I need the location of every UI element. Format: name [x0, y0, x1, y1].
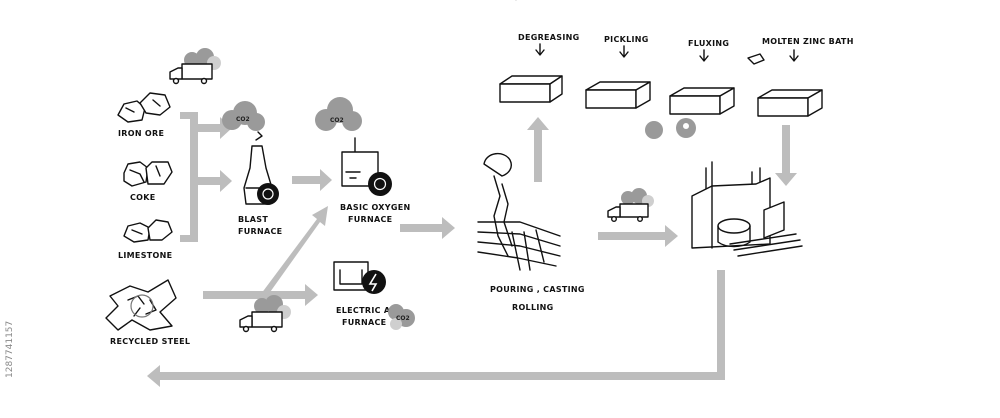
- bof-label-1: BASIC OXYGEN: [340, 203, 411, 212]
- galvanized-steel-factory-icon: [691, 161, 803, 257]
- chemical-drop-icons: [645, 118, 696, 139]
- zinc-bath-tank-icon: [747, 49, 823, 117]
- pickling-tank-icon: [585, 45, 651, 109]
- limestone-label: LIMESTONE: [118, 251, 172, 260]
- degreasing-label: DEGREASING: [518, 33, 580, 42]
- recycled-steel-label: RECYCLED STEEL: [110, 337, 190, 346]
- zinc-bath-label: MOLTEN ZINC BATH: [762, 37, 854, 46]
- recycled-steel-icon: [105, 279, 177, 331]
- blast-furnace-label-1: BLAST: [238, 215, 268, 224]
- co2-cloud-blast: CO2: [222, 101, 265, 131]
- electric-arc-furnace-icon: [333, 261, 386, 294]
- arrow-zinc-to-factory: [775, 125, 797, 186]
- coke-icon: [123, 161, 173, 187]
- svg-text:CO2: CO2: [236, 116, 250, 123]
- bof-label-2: FURNACE: [348, 215, 392, 224]
- arrow-up-to-degreasing: [527, 117, 549, 182]
- svg-text:CO2: CO2: [330, 117, 344, 124]
- truck-icon-top: [169, 48, 221, 85]
- arrow-to-factory: [598, 225, 678, 247]
- eaf-label-1: ELECTRIC ARC: [336, 306, 403, 315]
- limestone-icon: [123, 219, 173, 243]
- raw-material-bracket: [190, 112, 198, 242]
- iron-ore-icon: [117, 92, 171, 123]
- flow-arrows: [147, 112, 797, 387]
- eaf-label-2: FURNACE: [342, 318, 386, 327]
- pouring-label-1: POURING , CASTING: [490, 285, 585, 294]
- truck-icon-bottom: [239, 295, 291, 333]
- degreasing-tank-icon: [499, 0, 563, 103]
- pickling-label: PICKLING: [604, 35, 649, 44]
- truck-icon-right: [607, 188, 654, 222]
- arrow-bof-to-pouring: [400, 217, 455, 239]
- pouring-label-2: ROLLING: [512, 303, 554, 312]
- co2-cloud-bof: CO2: [315, 97, 362, 131]
- arrow-return-to-recycled: [147, 365, 160, 387]
- arrow-diagonal-to-bof: [258, 206, 328, 302]
- basic-oxygen-furnace-icon: [341, 137, 392, 196]
- fluxing-label: FLUXING: [688, 39, 729, 48]
- svg-text:CO2: CO2: [396, 315, 410, 322]
- blast-furnace-label-2: FURNACE: [238, 227, 282, 236]
- coke-label: COKE: [130, 193, 156, 202]
- stock-id-watermark: 1287741157: [5, 321, 15, 378]
- co2-cloud-eaf: CO2: [388, 304, 415, 330]
- iron-ore-label: IRON ORE: [118, 129, 164, 138]
- pouring-casting-rolling-icon: [477, 153, 561, 271]
- blast-furnace-icon: [243, 131, 279, 205]
- arrow-blast-to-bof: [292, 169, 332, 191]
- fluxing-tank-icon: [669, 49, 735, 115]
- arrow-to-blast-furnace: [195, 170, 232, 192]
